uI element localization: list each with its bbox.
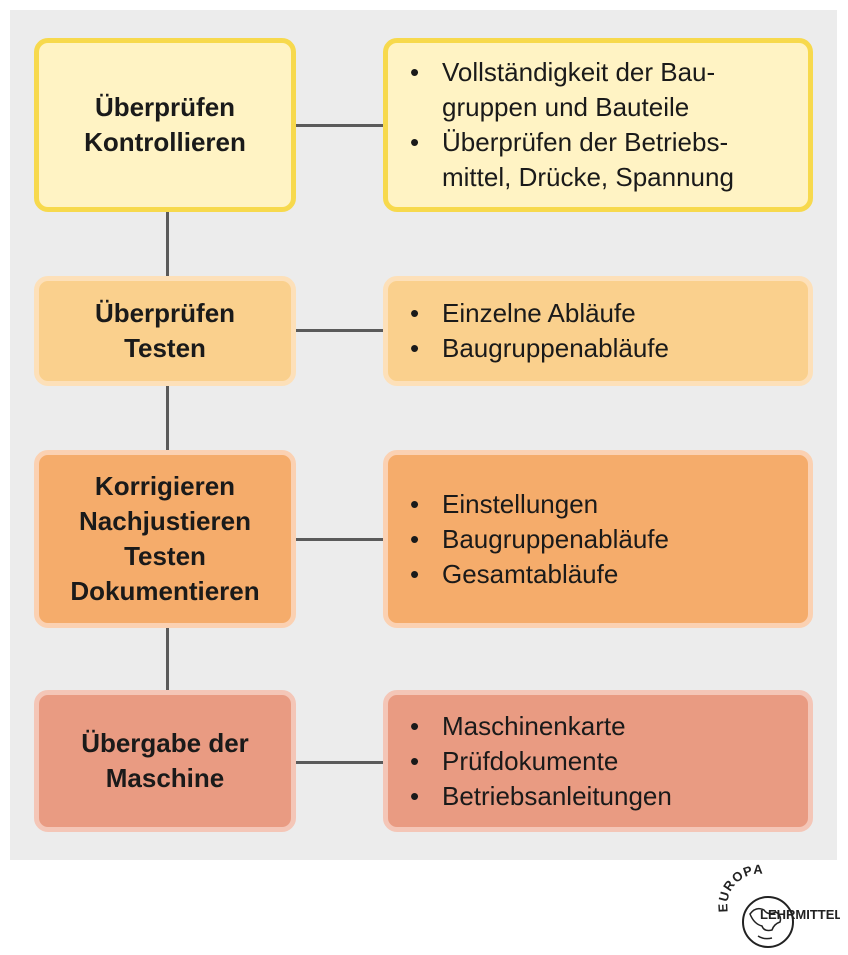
list-item-continuation: mittel, Drücke, Spannung xyxy=(442,162,734,192)
stage-3-title-line: Testen xyxy=(124,541,206,571)
stage-4-title-line: Maschine xyxy=(105,763,225,793)
stage-4-details-box: Maschinenkarte Prüfdokumente Betriebsanl… xyxy=(383,690,813,832)
logo-side-text: LEHRMITTEL xyxy=(760,907,840,922)
list-item: Einstellungen xyxy=(410,487,808,522)
stage-1-details-list: Vollständigkeit der Bau- gruppen und Bau… xyxy=(388,55,808,195)
stage-3-details-box: Einstellungen Baugruppenabläufe Gesamtab… xyxy=(383,450,813,628)
stage-3-title-line: Dokumentieren xyxy=(70,576,260,606)
connector-vertical xyxy=(166,210,169,280)
connector-vertical xyxy=(166,383,169,453)
stage-3-title-line: Nachjustieren xyxy=(79,506,251,536)
list-item: Überprüfen der Betriebs- xyxy=(410,125,808,160)
list-item: Einzelne Abläufe xyxy=(410,296,808,331)
stage-1-title-line: Kontrollieren xyxy=(84,127,246,157)
connector-horizontal xyxy=(294,329,386,332)
stage-4-title-line: Übergabe der xyxy=(81,728,249,758)
publisher-logo: EUROPA LEHRMITTEL xyxy=(700,862,842,950)
list-item: Gesamtabläufe xyxy=(410,557,808,592)
connector-horizontal xyxy=(294,124,386,127)
list-item: Prüfdokumente xyxy=(410,744,808,779)
stage-1-title-line: Überprüfen xyxy=(94,92,236,122)
list-item: Baugruppenabläufe xyxy=(410,331,808,366)
stage-3-title-line: Korrigieren xyxy=(94,471,236,501)
stage-4-box: Übergabe der Maschine xyxy=(34,690,296,832)
list-item-continuation: gruppen und Bauteile xyxy=(442,92,690,122)
list-item: Vollständigkeit der Bau- xyxy=(410,55,808,90)
stage-2-details-list: Einzelne Abläufe Baugruppenabläufe xyxy=(388,296,808,366)
stage-2-box: Überprüfen Testen xyxy=(34,276,296,386)
connector-vertical xyxy=(166,625,169,693)
stage-2-details-box: Einzelne Abläufe Baugruppenabläufe xyxy=(383,276,813,386)
stage-4-details-list: Maschinenkarte Prüfdokumente Betriebsanl… xyxy=(388,709,808,814)
stage-2-title-line: Überprüfen xyxy=(94,298,236,328)
list-item: Maschinenkarte xyxy=(410,709,808,744)
list-item: Betriebsanleitungen xyxy=(410,779,808,814)
connector-horizontal xyxy=(294,538,386,541)
stage-2-title-line: Testen xyxy=(124,333,206,363)
stage-3-details-list: Einstellungen Baugruppenabläufe Gesamtab… xyxy=(388,487,808,592)
stage-1-details-box: Vollständigkeit der Bau- gruppen und Bau… xyxy=(383,38,813,212)
stage-3-box: Korrigieren Nachjustieren Testen Dokumen… xyxy=(34,450,296,628)
globe-icon: EUROPA LEHRMITTEL xyxy=(715,862,842,948)
connector-horizontal xyxy=(294,761,386,764)
stage-1-box: Überprüfen Kontrollieren xyxy=(34,38,296,212)
list-item: Baugruppenabläufe xyxy=(410,522,808,557)
